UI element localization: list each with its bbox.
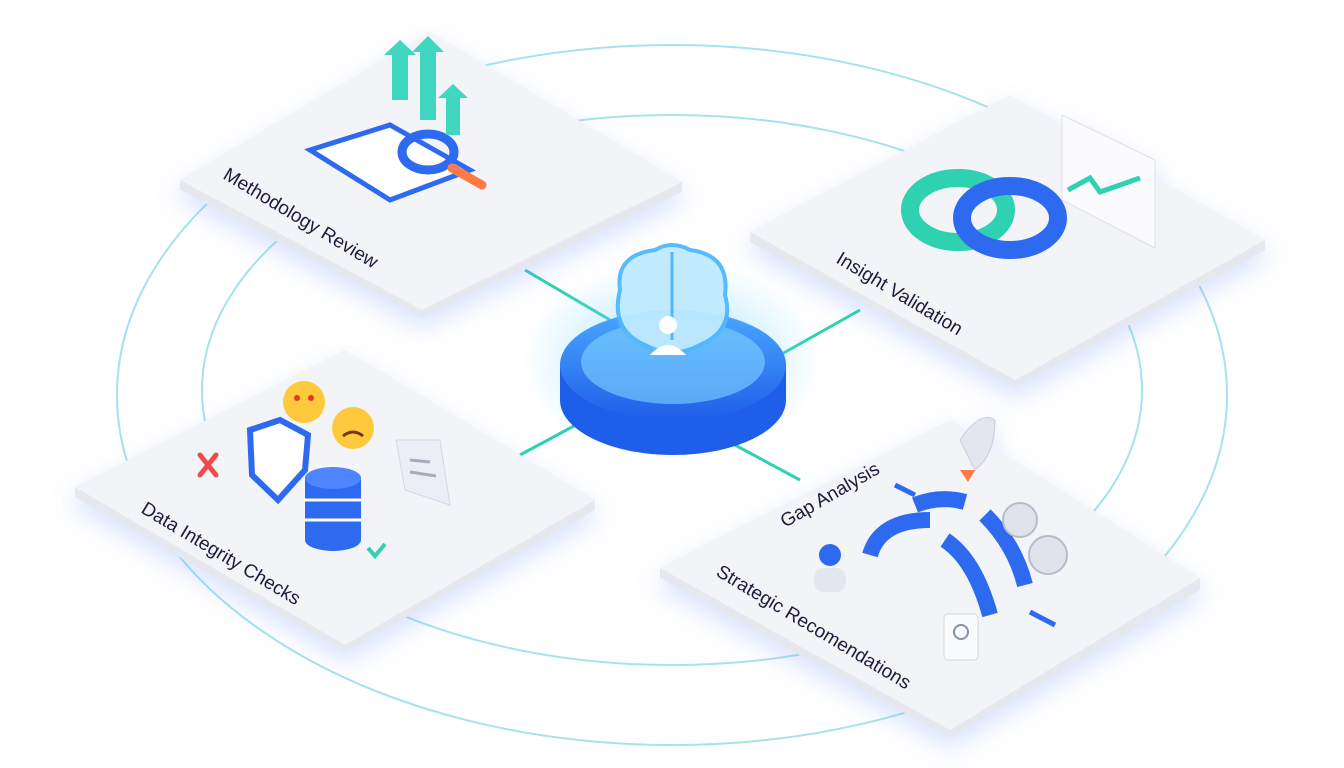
database-icon (305, 467, 361, 551)
arrows-up-icon (384, 36, 468, 135)
rocket-icon (959, 417, 996, 482)
brain-person-icon (615, 243, 730, 355)
linked-rings-icon (901, 169, 1067, 259)
check-icon (366, 542, 387, 560)
card-strategic-recommendations[interactable]: Gap Analysis Strategic Recomendations (660, 417, 1200, 739)
person-icon (814, 544, 846, 592)
card-insight-validation[interactable]: Insight Validation (750, 95, 1265, 388)
card-data-integrity-checks[interactable]: Data Integrity Checks (75, 350, 595, 652)
profile-card-icon (943, 613, 979, 661)
outer-orbit (116, 44, 1228, 746)
document-icon (395, 439, 451, 506)
arrow-icon (893, 482, 1057, 628)
central-hub[interactable] (522, 243, 822, 460)
magnifier-icon (397, 129, 487, 190)
trend-chart-icon (1061, 114, 1156, 249)
shield-icon (246, 416, 312, 505)
book-icon (304, 122, 476, 203)
bridge-icon (862, 491, 1033, 618)
gears-icon (1002, 502, 1068, 575)
inner-orbit (201, 114, 1143, 666)
emoji-icon (283, 381, 374, 449)
card-methodology-review[interactable]: Methodology Review (180, 32, 682, 318)
x-mark-icon (197, 452, 219, 478)
